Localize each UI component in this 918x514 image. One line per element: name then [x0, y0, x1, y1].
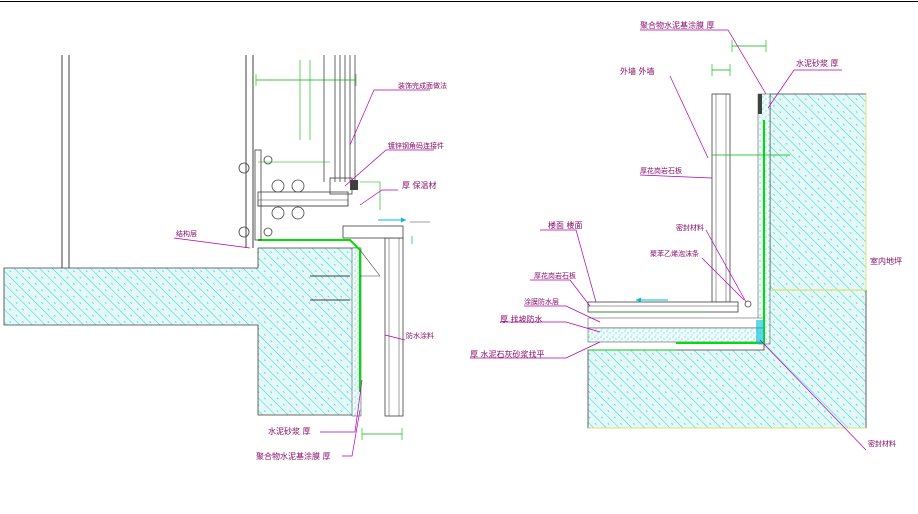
label-thickness-material: 厚 保温材 — [402, 180, 437, 190]
label-right-wall: 防水涂料 — [406, 331, 434, 340]
left-sill-cap — [342, 225, 404, 239]
label-levelling: 厚 水泥石灰砂浆找平 — [470, 349, 545, 359]
label-indoor: 室内地坪 — [870, 256, 902, 266]
left-detail: 装饰完成面做法 镀锌钢角码连接件 厚 保温材 结构层 防水涂料 水泥砂浆 厚 聚… — [3, 55, 447, 461]
bolt-icon — [238, 226, 250, 238]
label-mortar: 水泥砂浆 厚 — [268, 426, 311, 436]
bolt-icon — [238, 162, 250, 174]
sealant-joint-icon — [744, 300, 752, 308]
right-levelling-layer — [587, 327, 765, 343]
left-stone-panel — [384, 237, 404, 417]
label-left-anchor: 结构层 — [176, 229, 197, 238]
label-stone: 厚花岗岩石板 — [640, 166, 682, 175]
label-floor: 楼面 楼面 — [548, 220, 583, 230]
bolt-icon — [263, 227, 273, 237]
label-membrane: 涂膜防水层 — [524, 297, 559, 306]
label-sealant: 密封材料 — [676, 223, 704, 232]
bolt-icon — [291, 206, 305, 220]
label-seal-bottom: 密封材料 — [868, 439, 896, 448]
label-foam: 聚苯乙烯泡沫条 — [650, 249, 699, 258]
right-screed-layer — [587, 317, 765, 329]
label-top-right: 装饰完成面做法 — [398, 81, 447, 90]
right-detail: 聚合物水泥基涂膜 厚 水泥砂浆 厚 外墙 外墙 厚花岗岩石板 密封材料 聚苯乙烯… — [470, 20, 902, 451]
label-screed: 厚 找坡防水 — [500, 314, 543, 324]
left-membrane — [258, 239, 361, 392]
left-concrete-slab — [3, 247, 361, 416]
label-bracket: 镀锌钢角码连接件 — [388, 141, 444, 150]
label-coating-top: 聚合物水泥基涂膜 厚 — [640, 20, 715, 30]
label-coating: 聚合物水泥基涂膜 厚 — [256, 451, 331, 461]
label-wall: 外墙 外墙 — [620, 66, 655, 76]
bolt-icon — [271, 206, 285, 220]
label-stone-floor: 厚花岗岩石板 — [534, 271, 576, 280]
bolt-icon — [263, 155, 273, 165]
bolt-icon — [291, 179, 305, 193]
right-wall-concrete — [769, 93, 867, 291]
label-mortar-top: 水泥砂浆 厚 — [796, 58, 839, 68]
right-stone-floor — [587, 301, 739, 313]
bolt-icon — [271, 179, 285, 193]
